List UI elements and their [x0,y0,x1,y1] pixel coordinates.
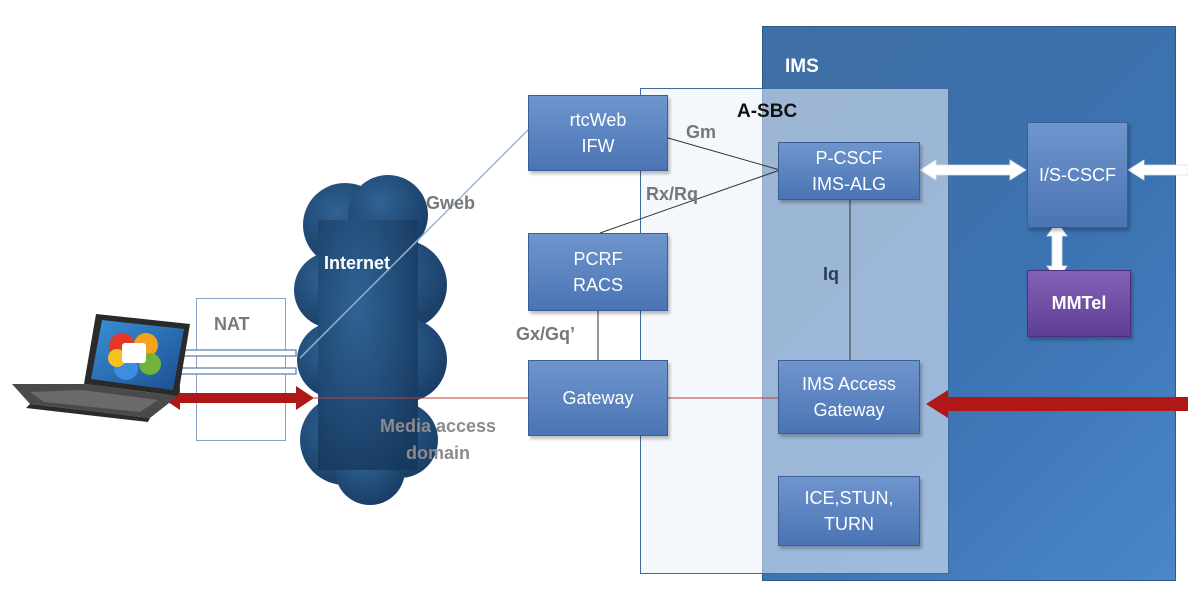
node-pcscf: P-CSCF IMS-ALG [778,142,920,200]
node-gateway: Gateway [528,360,668,436]
node-iscscf: I/S-CSCF [1027,122,1128,228]
asbc-label: A-SBC [737,101,798,122]
node-mmtel: MMTel [1027,270,1131,337]
pcscf-iscscf-arrow [919,159,1027,181]
label-rx-rq: Rx/Rq [646,184,699,204]
iscscf-right-arrow [1127,159,1188,181]
rx-link [599,169,781,234]
media-access-domain-label: Media access domain [379,416,497,463]
node-ims-access-gateway: IMS Access Gateway [778,360,920,434]
nat-label: NAT [214,314,250,334]
internet-label: Internet [324,253,391,273]
internet-cloud [294,175,447,505]
label-iq: Iq [823,264,839,284]
media-arrow-left [162,386,314,410]
media-arrow-right [926,390,1188,418]
label-gweb: Gweb [426,193,476,213]
node-pcrf-racs: PCRF RACS [528,233,668,311]
laptop-icon [12,314,190,422]
label-gx-gq: Gx/Gq’ [516,324,576,344]
gm-link [667,137,781,171]
signaling-arrow-laptop [166,344,297,380]
webrtc-logo-icon [108,333,161,380]
node-ice-stun-turn: ICE,STUN, TURN [778,476,920,546]
ims-label: IMS [785,56,819,77]
label-gm: Gm [686,122,717,142]
gweb-link [299,129,529,359]
node-rtcweb-ifw: rtcWeb IFW [528,95,668,171]
